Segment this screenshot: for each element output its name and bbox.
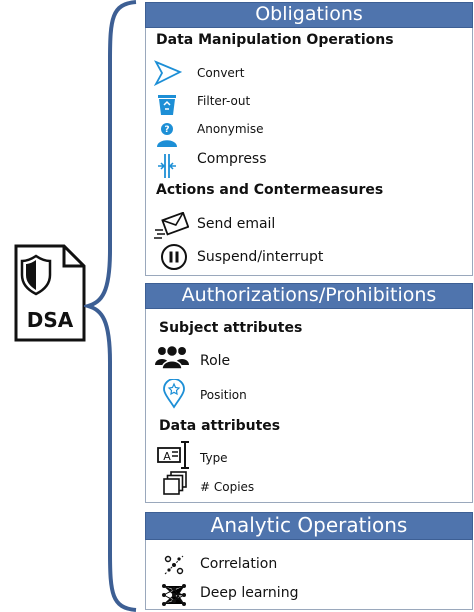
copies-icon bbox=[163, 471, 187, 495]
group-users-icon bbox=[155, 344, 189, 369]
data-manipulation-heading: Data Manipulation Operations bbox=[156, 32, 394, 48]
anonymous-user-icon: ? bbox=[157, 123, 177, 147]
data-attributes-heading: Data attributes bbox=[159, 418, 281, 434]
item-role: Role bbox=[200, 353, 231, 369]
item-correlation: Correlation bbox=[200, 556, 278, 572]
item-position: Position bbox=[200, 388, 247, 402]
item-send-email: Send email bbox=[197, 216, 276, 232]
item-deep-learning: Deep learning bbox=[200, 585, 299, 601]
item-type: Type bbox=[200, 451, 228, 465]
svg-text:A: A bbox=[163, 450, 171, 463]
authorizations-panel bbox=[145, 307, 473, 503]
item-filter-out: Filter-out bbox=[197, 94, 251, 108]
document-label: DSA bbox=[26, 308, 74, 332]
pause-icon bbox=[161, 244, 187, 270]
item-suspend-interrupt: Suspend/interrupt bbox=[197, 249, 324, 265]
compress-icon bbox=[158, 154, 176, 178]
analytics-header: Analytic Operations bbox=[145, 512, 473, 540]
location-pin-icon bbox=[163, 379, 185, 409]
neural-network-icon bbox=[162, 584, 186, 606]
item-copies: # Copies bbox=[200, 480, 255, 494]
subject-attributes-heading: Subject attributes bbox=[159, 320, 303, 336]
send-email-icon bbox=[154, 212, 189, 239]
svg-text:?: ? bbox=[164, 125, 169, 135]
correlation-icon bbox=[164, 555, 184, 575]
actions-heading: Actions and Contermeasures bbox=[156, 182, 384, 198]
authorizations-header: Authorizations/Prohibitions bbox=[145, 283, 473, 309]
recycle-bin-icon bbox=[158, 95, 176, 115]
dsa-document-icon: DSA bbox=[14, 244, 86, 342]
obligations-panel bbox=[145, 26, 473, 276]
item-convert: Convert bbox=[197, 66, 245, 80]
analytics-panel bbox=[145, 539, 473, 610]
item-compress: Compress bbox=[197, 151, 267, 167]
curly-brace bbox=[84, 0, 137, 612]
text-type-icon: A bbox=[157, 441, 189, 469]
funnel-icon bbox=[154, 60, 182, 86]
obligations-header: Obligations bbox=[145, 2, 473, 28]
item-anonymise: Anonymise bbox=[197, 122, 264, 136]
